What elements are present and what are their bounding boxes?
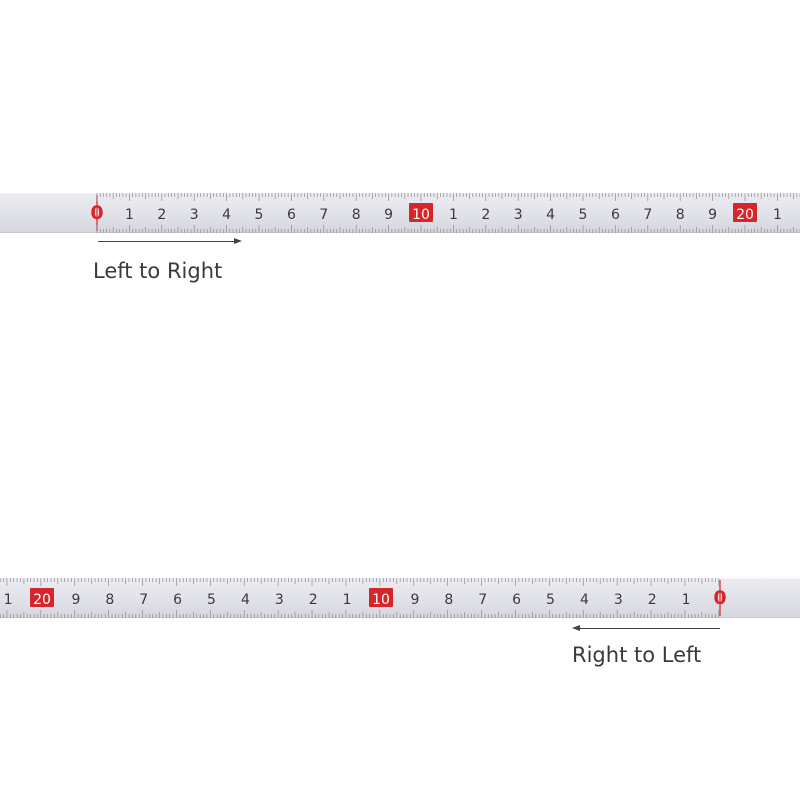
tape-number-label: 8 [105, 592, 114, 608]
tape-number-label: 6 [611, 207, 620, 223]
arrow-right-icon [98, 238, 242, 244]
tape-number-label: 9 [410, 592, 419, 608]
tape-number-label: 0 [90, 202, 103, 224]
tape-number-label: 20 [736, 207, 754, 223]
tape-number-label: 20 [33, 592, 51, 608]
tape-number-label: 1 [449, 207, 458, 223]
tape-number-label: 1 [343, 592, 352, 608]
tape-number-label: 8 [352, 207, 361, 223]
tape-number-label: 7 [643, 207, 652, 223]
tape-scale-left-to-right: 0 1 2 3 4 5 6 7 8 9 10 1 2 3 4 5 6 7 8 9 20 1 [90, 193, 800, 233]
tape-number-label: 1 [773, 207, 782, 223]
tape-number-label: 9 [71, 592, 80, 608]
tape-number-label: 3 [614, 592, 623, 608]
tape-number-label: 2 [309, 592, 318, 608]
tape-number-label: 9 [708, 207, 717, 223]
tape-number-label: 5 [546, 592, 555, 608]
number-badge-bg [409, 203, 433, 222]
tape-number-label: 0 [713, 587, 726, 609]
tape-number-label: 7 [319, 207, 328, 223]
tape-number-label: 7 [139, 592, 148, 608]
tape-number-label: 5 [207, 592, 216, 608]
tape-number-label: 1 [125, 207, 134, 223]
tape-number-label: 4 [222, 207, 231, 223]
tape-number-label: 1 [682, 592, 691, 608]
tape-number-label: 10 [412, 207, 430, 223]
tape-number-label: 3 [514, 207, 523, 223]
tape-number-label: 8 [676, 207, 685, 223]
caption-left-to-right: Left to Right [93, 259, 223, 283]
tape-number-label: 2 [157, 207, 166, 223]
tape-number-label: 4 [546, 207, 555, 223]
number-badge-bg [30, 588, 54, 607]
tape-number-label: 6 [512, 592, 521, 608]
number-badge-bg [369, 588, 393, 607]
tape-number-label: 1 [4, 592, 13, 608]
tape-number-label: 2 [481, 207, 490, 223]
tape-number-label: 3 [275, 592, 284, 608]
measuring-tape-left-to-right: 0 1 2 3 4 5 6 7 8 9 10 1 2 3 4 5 6 7 8 9 20 1 [0, 193, 800, 233]
tape-number-label: 7 [478, 592, 487, 608]
tape-number-label: 5 [579, 207, 588, 223]
tape-number-label: 10 [372, 592, 390, 608]
tape-number-label: 4 [580, 592, 589, 608]
number-badge-bg [733, 203, 757, 222]
tape-number-label: 8 [444, 592, 453, 608]
tape-number-label: 6 [173, 592, 182, 608]
tape-number-label: 4 [241, 592, 250, 608]
tape-number-label: 9 [384, 207, 393, 223]
tape-number-label: 2 [648, 592, 657, 608]
tape-number-label: 3 [190, 207, 199, 223]
tape-number-label: 6 [287, 207, 296, 223]
tape-number-label: 5 [255, 207, 264, 223]
arrow-left-icon [572, 625, 720, 631]
caption-right-to-left: Right to Left [572, 643, 702, 667]
